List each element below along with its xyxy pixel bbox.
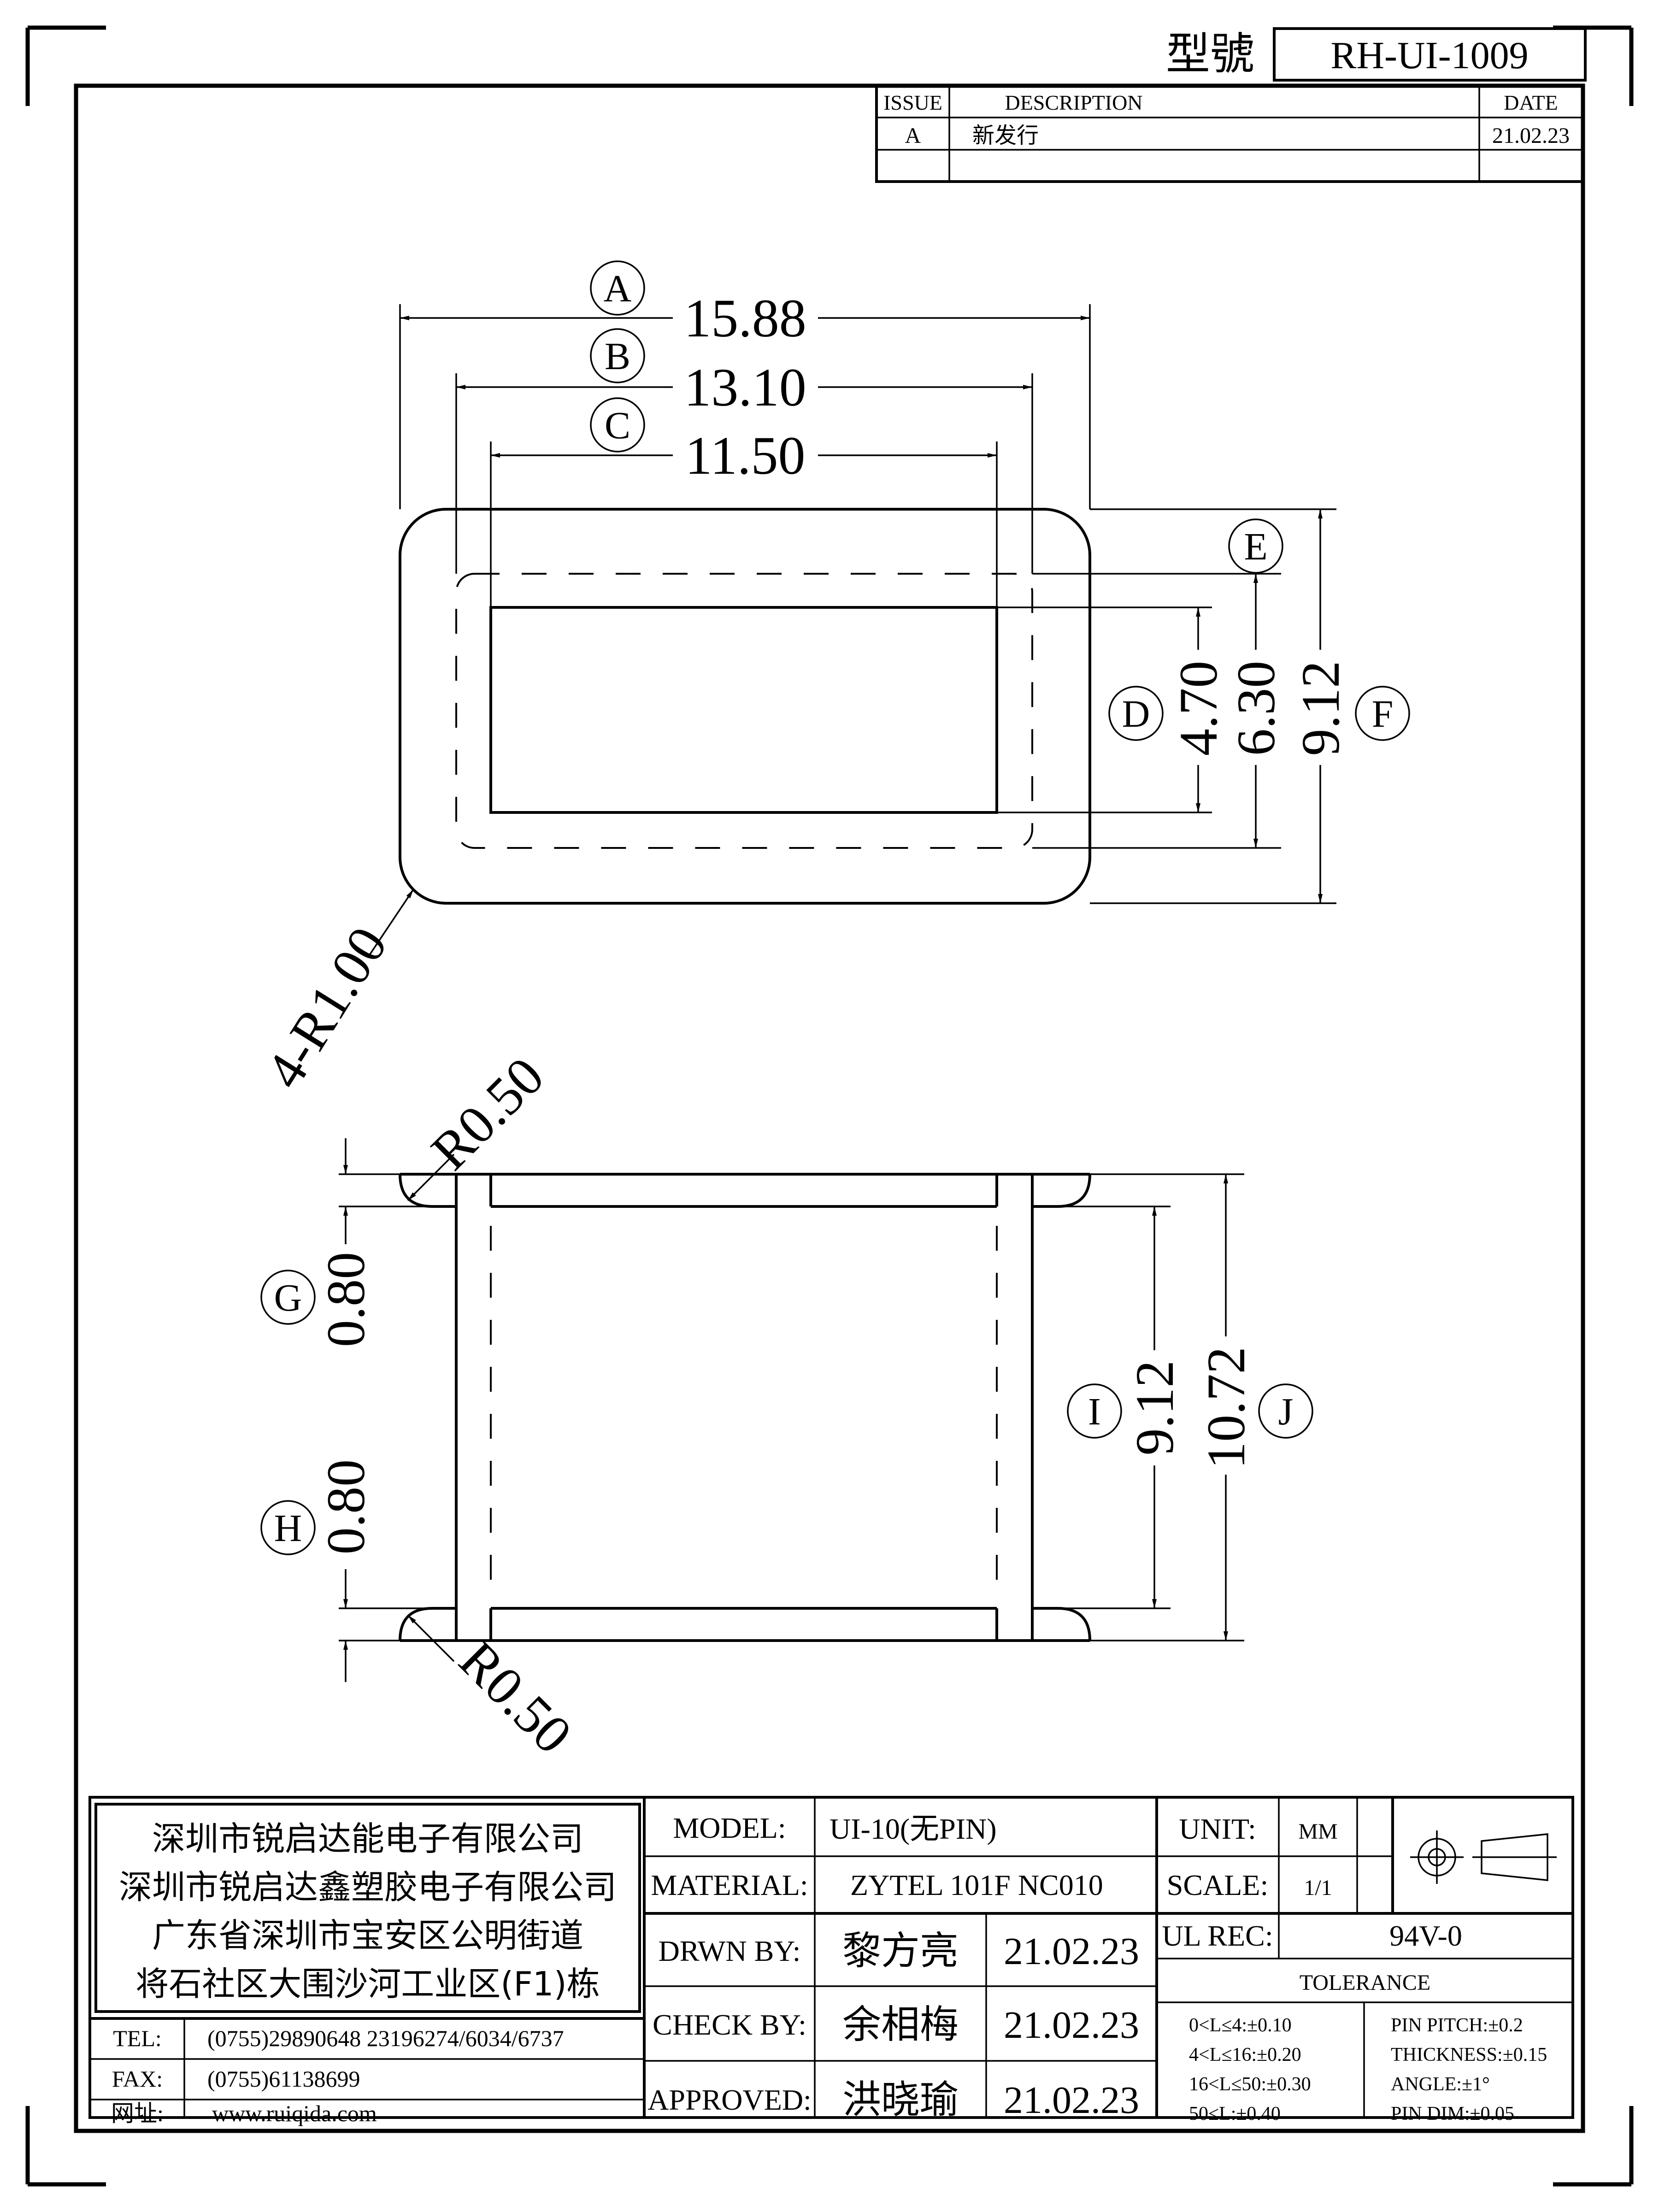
drawing-number-header: 型號 RH-UI-1009 [1166,27,1587,82]
sheet-border [25,25,1634,2187]
dim-radius-top: R0.50 [420,1046,555,1181]
approved-name: 洪晓瑜 [842,2079,959,2122]
title-block: 深圳市锐启达能电子有限公司 深圳市锐启达鑫塑胶电子有限公司 广东省深圳市宝安区公… [88,1796,1574,2126]
balloon-g-label: G [274,1277,302,1319]
drawn-date: 21.02.23 [1004,1930,1139,1973]
window-outline [489,606,998,814]
top-view: 15.88 A 13.10 B 11.50 C 4.70 D [254,260,1410,1099]
side-view: 0.80 G 0.80 H R0.50 R0.50 9.12 I 10.72 J [260,1046,1313,1765]
dim-i-value: 9.12 [1124,1360,1185,1456]
company-box [94,1803,641,2013]
body-outline [455,1206,1034,1608]
balloon-a [590,260,645,316]
rev-issue-cell: A [905,124,921,148]
balloon-j-label: J [1278,1390,1294,1433]
fax-label: FAX: [112,2066,163,2092]
check-by-name: 余相梅 [842,2004,959,2047]
tel-value: (0755)29890648 23196274/6034/6737 [207,2025,564,2051]
company-line-4: 将石社区大围沙河工业区(F1)栋 [135,1965,600,2003]
rev-description-cell: 新发行 [972,124,1039,148]
dim-a-value: 15.88 [684,288,806,348]
check-date: 21.02.23 [1004,2004,1139,2047]
balloon-a-label: A [604,267,632,310]
unit-label: UNIT: [1179,1812,1256,1845]
website-value: www.ruiqida.com [212,2100,377,2126]
projection-symbol-icon [1410,1830,1557,1884]
tolerance-title: TOLERANCE [1300,1971,1430,1995]
dim-j-value: 10.72 [1196,1347,1256,1469]
dim-radius-bottom: R0.50 [448,1630,583,1765]
company-line-3: 广东省深圳市宝安区公明街道 [152,1916,583,1955]
dim-b-value: 13.10 [684,357,806,418]
tolerance-right-1: PIN PITCH:±0.2 [1391,2015,1523,2036]
model-label: 型號 [1166,28,1254,80]
drawn-by-label: DRWN BY: [659,1935,801,1967]
tolerance-right-2: THICKNESS:±0.15 [1391,2044,1547,2065]
ul-label: UL REC: [1162,1919,1273,1952]
balloon-f-label: F [1372,693,1394,735]
dim-corner-radius: 4-R1.00 [254,917,399,1099]
model-field-label: MODEL: [673,1812,786,1844]
rev-date-cell: 21.02.23 [1492,124,1570,148]
balloon-d-label: D [1122,693,1150,735]
tolerance-left-1: 0<L≤4:±0.10 [1189,2015,1292,2036]
rev-date-header: DATE [1504,91,1558,114]
tolerance-left-4: 50≤L:±0.40 [1189,2103,1281,2124]
ul-value: 94V-0 [1389,1919,1462,1952]
tolerance-right-3: ANGLE:±1° [1391,2074,1490,2095]
drawn-by-name: 黎方亮 [842,1930,959,1973]
check-by-label: CHECK BY: [653,2008,806,2041]
balloon-d [1108,686,1164,741]
balloon-c-label: C [605,404,630,447]
fax-value: (0755)61138699 [207,2066,360,2092]
scale-label: SCALE: [1167,1869,1268,1901]
outer-flange-outline [399,508,1091,905]
balloon-i [1067,1383,1122,1439]
rev-issue-header: ISSUE [883,91,942,114]
balloon-c [590,397,645,453]
balloon-b-label: B [605,335,630,378]
company-line-1: 深圳市锐启达能电子有限公司 [152,1819,583,1858]
approved-label: APPROVED: [647,2083,812,2116]
balloon-b [590,328,645,383]
balloon-f [1355,686,1410,741]
balloon-h [260,1500,316,1555]
tolerance-left-3: 16<L≤50:±0.30 [1189,2074,1311,2095]
drawing-number: RH-UI-1009 [1330,34,1528,77]
website-label: 网址: [111,2100,164,2126]
dim-f-value: 9.12 [1290,661,1351,756]
tolerance-right-4: PIN DIM:±0.05 [1391,2103,1514,2124]
dim-d-value: 4.70 [1168,661,1229,756]
balloon-h-label: H [274,1507,302,1550]
dim-c-value: 11.50 [685,425,805,486]
material-value: ZYTEL 101F NC010 [850,1869,1103,1901]
balloon-e [1228,518,1283,574]
material-label: MATERIAL: [651,1869,808,1901]
balloon-i-label: I [1088,1390,1101,1433]
company-line-2: 深圳市锐启达鑫塑胶电子有限公司 [119,1868,617,1906]
balloon-j [1258,1383,1313,1439]
balloon-e-label: E [1244,525,1267,568]
unit-value: MM [1298,1819,1337,1844]
revision-table: ISSUE DESCRIPTION DATE A 新发行 21.02.23 [875,84,1584,183]
dim-h-value: 0.80 [316,1459,376,1555]
rev-description-header: DESCRIPTION [1005,91,1142,114]
tolerance-left-2: 4<L≤16:±0.20 [1189,2044,1301,2065]
balloon-g [260,1270,316,1325]
inner-outline-hidden [455,573,1033,849]
scale-value: 1/1 [1304,1876,1332,1900]
bottom-flange-outline [399,1607,1091,1642]
model-value: UI-10(无PIN) [830,1812,997,1845]
dim-g-value: 0.80 [316,1252,376,1347]
dim-e-value: 6.30 [1226,661,1286,756]
approved-date: 21.02.23 [1004,2079,1139,2122]
top-flange-outline [399,1173,1091,1208]
tel-label: TEL: [113,2025,162,2051]
